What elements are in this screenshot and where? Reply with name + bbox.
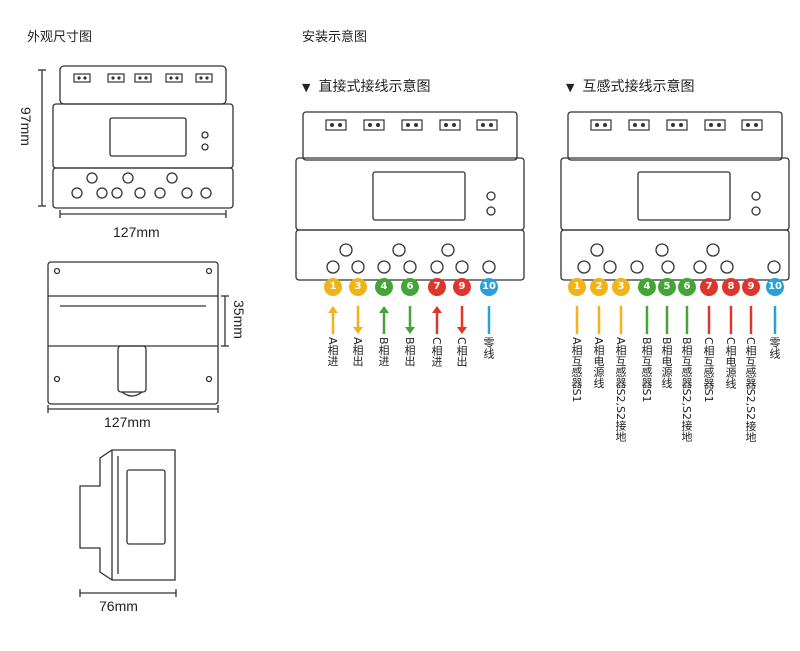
- terminal-label: B相进: [377, 337, 390, 367]
- arrow-down-icon: [405, 306, 415, 334]
- terminal-badge: 7: [428, 278, 446, 296]
- terminal-badge: 2: [590, 278, 608, 296]
- terminal-label: C相电源线: [724, 337, 737, 389]
- terminal-badge: 10: [480, 278, 498, 296]
- direct-wiring-heading: ▼ 直接式接线示意图: [302, 76, 430, 96]
- terminal-badge: 7: [700, 278, 718, 296]
- side-width-label: 76mm: [99, 598, 138, 614]
- front-width-label: 127mm: [113, 224, 160, 240]
- install-title: 安装示意图: [302, 30, 368, 45]
- terminal-label: A相电源线: [592, 337, 605, 389]
- terminal-badge: 4: [375, 278, 393, 296]
- direct-meter-drawing: [295, 111, 525, 281]
- terminal-badge: 4: [638, 278, 656, 296]
- terminal-label: A相互感器S2,S2接地: [614, 337, 627, 442]
- top-view-drawing: [47, 261, 229, 413]
- wire-line: [487, 306, 491, 334]
- arrow-down-icon: [457, 306, 467, 334]
- wire-line: [665, 306, 669, 334]
- terminal-badge: 6: [401, 278, 419, 296]
- ct-wiring-title: 互感式接线示意图: [582, 79, 695, 95]
- ct-wiring-heading: ▼ 互感式接线示意图: [566, 76, 694, 96]
- front-view-drawing: [38, 65, 234, 218]
- wire-line: [729, 306, 733, 334]
- terminal-label: A相出: [351, 337, 364, 367]
- triangle-down-icon: ▼: [566, 81, 575, 94]
- dimensions-title: 外观尺寸图: [27, 30, 93, 45]
- terminal-badge: 1: [324, 278, 342, 296]
- terminal-label: C相出: [455, 337, 468, 367]
- terminal-badge: 9: [453, 278, 471, 296]
- wire-line: [773, 306, 777, 334]
- ct-meter-drawing: [560, 111, 790, 281]
- wire-line: [575, 306, 579, 334]
- terminal-label: B相出: [403, 337, 416, 367]
- terminal-label: 零线: [768, 337, 781, 359]
- terminal-label: A相互感器S1: [570, 337, 583, 403]
- wire-line: [685, 306, 689, 334]
- terminal-badge: 5: [658, 278, 676, 296]
- arrow-up-icon: [379, 306, 389, 334]
- top-height-label: 35mm: [231, 300, 247, 339]
- terminal-badge: 3: [612, 278, 630, 296]
- wire-line: [597, 306, 601, 334]
- wire-line: [645, 306, 649, 334]
- terminal-badge: 3: [349, 278, 367, 296]
- terminal-label: 零线: [482, 337, 495, 359]
- terminal-badge: 9: [742, 278, 760, 296]
- arrow-up-icon: [328, 306, 338, 334]
- terminal-label: C相互感器S2,S2接地: [744, 337, 757, 443]
- side-view-drawing: [79, 449, 177, 597]
- terminal-badge: 8: [722, 278, 740, 296]
- triangle-down-icon: ▼: [302, 81, 311, 94]
- arrow-up-icon: [432, 306, 442, 334]
- wire-line: [749, 306, 753, 334]
- wire-line: [707, 306, 711, 334]
- terminal-label: A相进: [326, 337, 339, 367]
- front-height-label: 97mm: [18, 107, 34, 146]
- terminal-label: B相互感器S1: [640, 337, 653, 403]
- direct-wiring-title: 直接式接线示意图: [318, 79, 431, 95]
- terminal-label: B相电源线: [660, 337, 673, 389]
- terminal-label: C相进: [430, 337, 443, 367]
- terminal-badge: 6: [678, 278, 696, 296]
- terminal-label: C相互感器S1: [702, 337, 715, 403]
- arrow-down-icon: [353, 306, 363, 334]
- terminal-label: B相互感器S2,S2接地: [680, 337, 693, 443]
- terminal-badge: 10: [766, 278, 784, 296]
- top-width-label: 127mm: [104, 414, 151, 430]
- terminal-badge: 1: [568, 278, 586, 296]
- wire-line: [619, 306, 623, 334]
